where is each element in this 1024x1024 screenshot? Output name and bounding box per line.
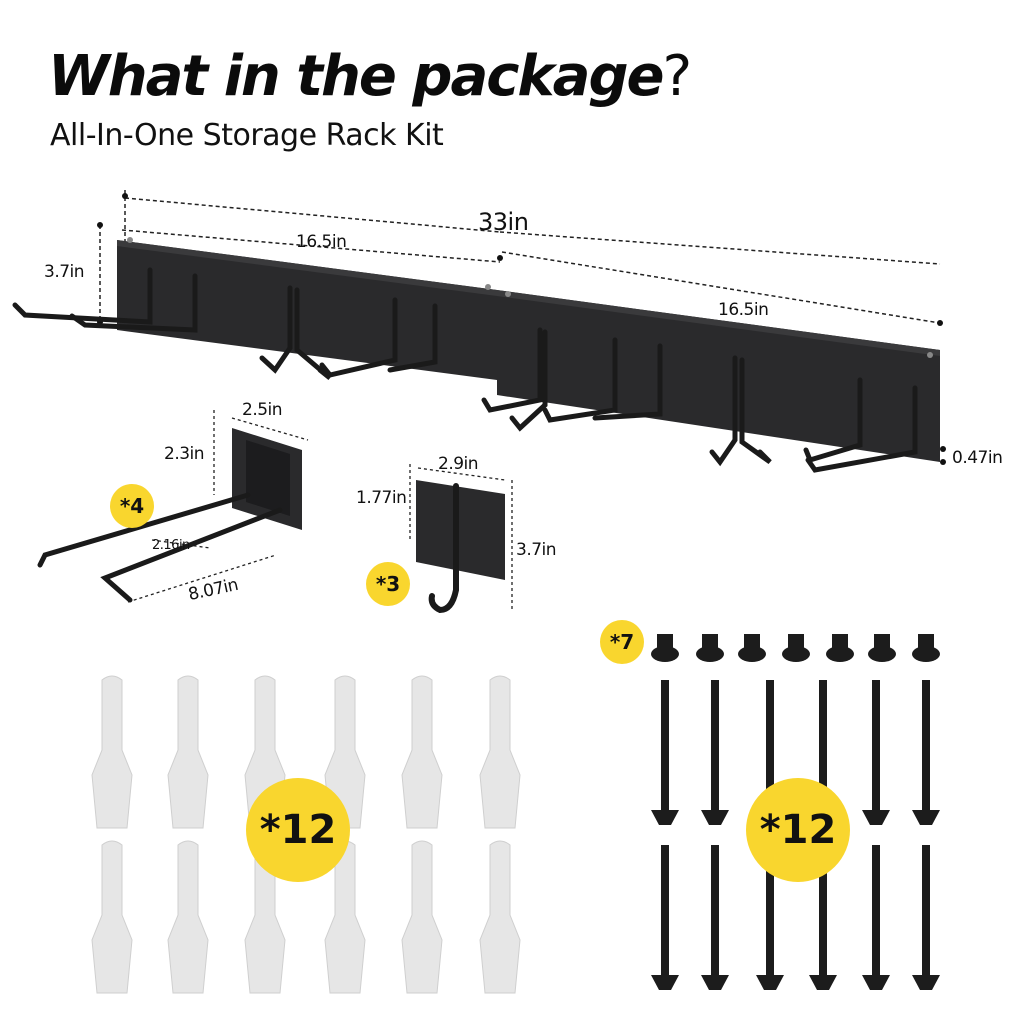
short-screws	[651, 634, 940, 662]
anchors-quantity-badge: *12	[246, 778, 350, 882]
rack-right-panel	[481, 290, 940, 473]
single-hook-illustration	[409, 464, 513, 614]
single-hook-quantity-badge: *3	[366, 562, 410, 606]
double-hook-quantity-badge: *4	[110, 484, 154, 528]
page-subtitle: All-In-One Storage Rack Kit	[50, 118, 444, 153]
rack-left-length-label: 16.5in	[296, 232, 347, 252]
long-screws	[651, 680, 940, 990]
rack-height-label: 3.7in	[44, 262, 85, 282]
double-hook-width-label: 2.5in	[242, 400, 283, 420]
single-hook-height-label: 1.77in	[356, 488, 407, 508]
single-hook-length-label: 3.7in	[516, 540, 557, 560]
page-title: What in the package?	[48, 44, 692, 109]
double-hook-gap-label: 2.16in	[152, 538, 190, 553]
rack-right-length-label: 16.5in	[718, 300, 769, 320]
double-hook-illustration	[37, 410, 309, 603]
long-screws-quantity-badge: *12	[746, 778, 850, 882]
rack-depth-label: 0.47in	[952, 448, 1003, 468]
single-hook-width-label: 2.9in	[438, 454, 479, 474]
rack-dimension-lines	[99, 190, 941, 324]
short-screws-quantity-badge: *7	[600, 620, 644, 664]
rack-left-panel	[12, 237, 497, 380]
double-hook-height-label: 2.3in	[164, 444, 205, 464]
rack-total-length-label: 33in	[478, 208, 529, 236]
